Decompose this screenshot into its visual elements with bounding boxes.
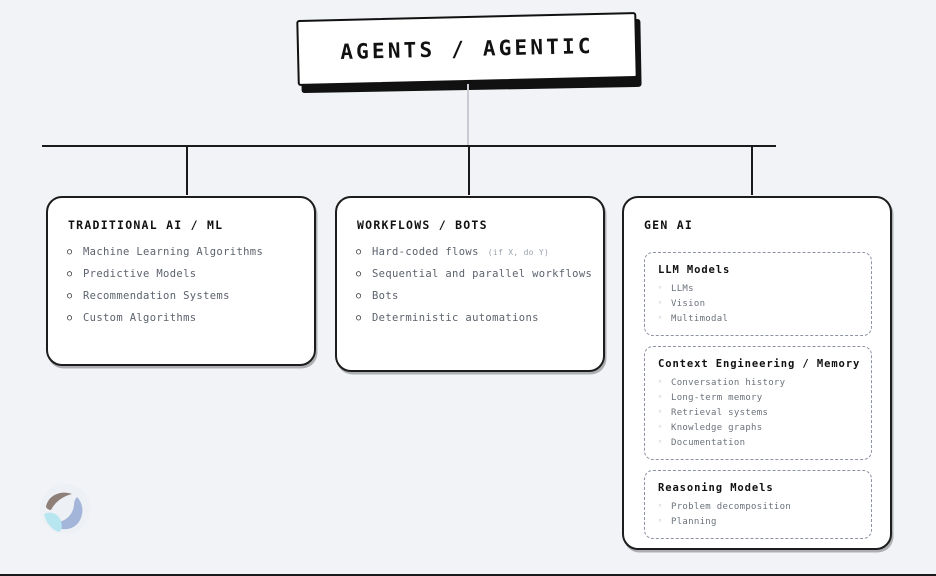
list-item-label: Recommendation Systems xyxy=(83,290,230,302)
circle-bullet-icon: ○ xyxy=(356,247,362,257)
title-box-group: AGENTS / AGENTIC xyxy=(296,12,642,94)
list-item[interactable]: ◦ Planning xyxy=(658,517,858,527)
list-item[interactable]: ◦ LLMs xyxy=(658,284,858,294)
list-item[interactable]: ○ Hard-coded flows (if X, do Y) xyxy=(356,246,593,258)
list-item[interactable]: ○ Custom Algorithms xyxy=(67,312,304,324)
bullet-list-workflows-bots: ○ Hard-coded flows (if X, do Y) ○ Sequen… xyxy=(356,246,593,334)
list-item-label: Predictive Models xyxy=(83,268,197,280)
small-circle-bullet-icon: ◦ xyxy=(658,284,663,292)
list-item-label: Deterministic automations xyxy=(372,312,539,324)
list-item-label: Knowledge graphs xyxy=(671,423,763,433)
subcard-reasoning-models[interactable]: Reasoning Models ◦ Problem decomposition… xyxy=(644,470,872,539)
card-gen-ai[interactable]: GEN AI LLM Models ◦ LLMs ◦ Vision ◦ Mult… xyxy=(622,196,892,550)
list-item[interactable]: ◦ Multimodal xyxy=(658,314,858,324)
card-title-gen-ai: GEN AI xyxy=(644,218,694,232)
list-item-label: Custom Algorithms xyxy=(83,312,197,324)
subcard-context-engineering-memory[interactable]: Context Engineering / Memory ◦ Conversat… xyxy=(644,346,872,460)
connector-drop-workflows xyxy=(468,146,470,195)
brand-logo-icon xyxy=(39,483,91,535)
small-circle-bullet-icon: ◦ xyxy=(658,378,663,386)
circle-bullet-icon: ○ xyxy=(356,313,362,323)
circle-bullet-icon: ○ xyxy=(67,291,73,301)
connector-horizontal-bar xyxy=(42,145,776,147)
list-item-label: Machine Learning Algorithms xyxy=(83,246,264,258)
list-item[interactable]: ◦ Documentation xyxy=(658,438,858,448)
list-item[interactable]: ◦ Vision xyxy=(658,299,858,309)
list-item[interactable]: ○ Sequential and parallel workflows xyxy=(356,268,593,280)
list-item[interactable]: ◦ Retrieval systems xyxy=(658,408,858,418)
card-workflows-bots[interactable]: WORKFLOWS / BOTS ○ Hard-coded flows (if … xyxy=(335,196,605,372)
card-traditional-ai-ml[interactable]: TRADITIONAL AI / ML ○ Machine Learning A… xyxy=(46,196,316,366)
subcard-title-llm-models: LLM Models xyxy=(658,264,731,276)
small-circle-bullet-icon: ◦ xyxy=(658,438,663,446)
bullet-list-traditional-ai-ml: ○ Machine Learning Algorithms ○ Predicti… xyxy=(67,246,304,334)
list-item-label: Hard-coded flows xyxy=(372,246,479,258)
list-item[interactable]: ○ Deterministic automations xyxy=(356,312,593,324)
subcard-title-reasoning-models: Reasoning Models xyxy=(658,482,774,494)
connector-drop-genai xyxy=(751,146,753,195)
list-item[interactable]: ◦ Knowledge graphs xyxy=(658,423,858,433)
page-title: AGENTS / AGENTIC xyxy=(340,34,594,64)
list-item-label: Problem decomposition xyxy=(671,502,792,512)
card-title-traditional-ai-ml: TRADITIONAL AI / ML xyxy=(68,218,224,232)
list-item-label: Bots xyxy=(372,290,399,302)
connector-drop-traditional xyxy=(186,146,188,195)
list-item-label: Retrieval systems xyxy=(671,408,769,418)
list-item-label: Conversation history xyxy=(671,378,786,388)
small-circle-bullet-icon: ◦ xyxy=(658,299,663,307)
circle-bullet-icon: ○ xyxy=(67,247,73,257)
list-item[interactable]: ◦ Long-term memory xyxy=(658,393,858,403)
list-item-label: Planning xyxy=(671,517,717,527)
title-box[interactable]: AGENTS / AGENTIC xyxy=(296,12,638,86)
connector-stem-top xyxy=(467,84,469,146)
list-item[interactable]: ○ Machine Learning Algorithms xyxy=(67,246,304,258)
circle-bullet-icon: ○ xyxy=(67,313,73,323)
list-item-label: Documentation xyxy=(671,438,746,448)
circle-bullet-icon: ○ xyxy=(356,291,362,301)
list-item[interactable]: ○ Recommendation Systems xyxy=(67,290,304,302)
subcard-llm-models[interactable]: LLM Models ◦ LLMs ◦ Vision ◦ Multimodal xyxy=(644,252,872,336)
list-item[interactable]: ◦ Problem decomposition xyxy=(658,502,858,512)
small-circle-bullet-icon: ◦ xyxy=(658,408,663,416)
small-circle-bullet-icon: ◦ xyxy=(658,423,663,431)
small-circle-bullet-icon: ◦ xyxy=(658,502,663,510)
list-item-label: Vision xyxy=(671,299,706,309)
list-item[interactable]: ○ Predictive Models xyxy=(67,268,304,280)
small-circle-bullet-icon: ◦ xyxy=(658,314,663,322)
list-item-note: (if X, do Y) xyxy=(487,248,550,257)
circle-bullet-icon: ○ xyxy=(67,269,73,279)
card-title-workflows-bots: WORKFLOWS / BOTS xyxy=(357,218,488,232)
subcard-title-context-engineering-memory: Context Engineering / Memory xyxy=(658,358,861,370)
subcard-group-gen-ai: LLM Models ◦ LLMs ◦ Vision ◦ Multimodal … xyxy=(644,252,872,549)
list-item-label: Sequential and parallel workflows xyxy=(372,268,593,280)
list-item[interactable]: ◦ Conversation history xyxy=(658,378,858,388)
circle-bullet-icon: ○ xyxy=(356,269,362,279)
list-item[interactable]: ○ Bots xyxy=(356,290,593,302)
list-item-label: Long-term memory xyxy=(671,393,763,403)
small-circle-bullet-icon: ◦ xyxy=(658,393,663,401)
list-item-label: LLMs xyxy=(671,284,694,294)
list-item-label: Multimodal xyxy=(671,314,729,324)
small-circle-bullet-icon: ◦ xyxy=(658,517,663,525)
